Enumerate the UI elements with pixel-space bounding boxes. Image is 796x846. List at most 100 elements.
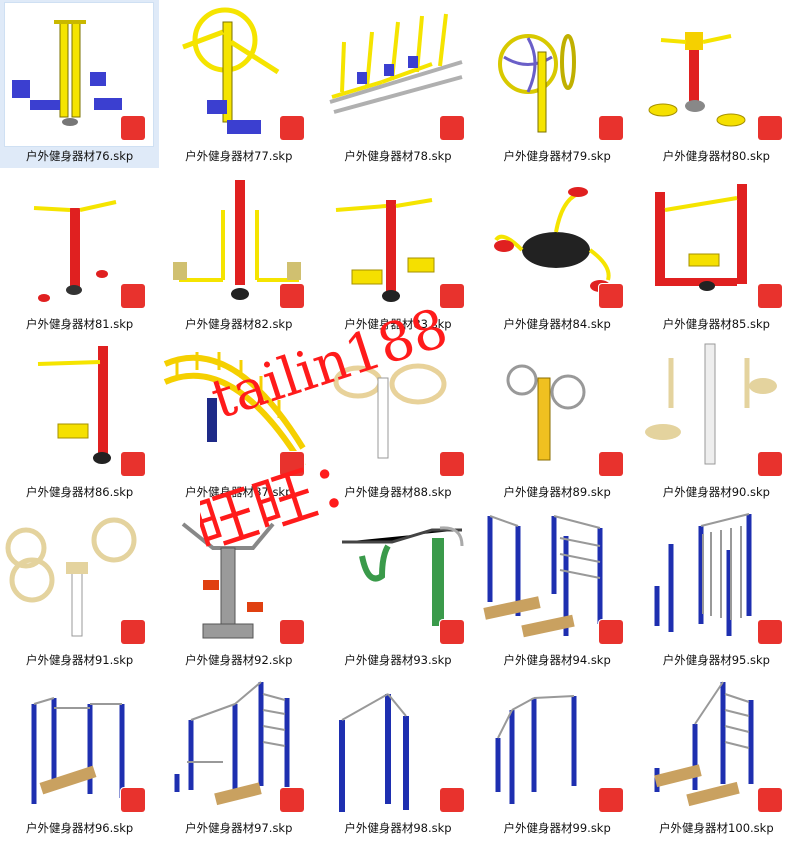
file-name: 户外健身器材96.skp xyxy=(25,821,134,835)
thumbnail xyxy=(506,364,586,461)
thumbnail xyxy=(12,20,122,126)
file-item[interactable]: 户外健身器材85.skp xyxy=(637,168,796,336)
file-name: 户外健身器材91.skp xyxy=(25,653,134,667)
sketchup-file-icon xyxy=(121,788,146,812)
equipment-drawing xyxy=(173,180,302,300)
file-name: 户外健身器材88.skp xyxy=(344,485,452,499)
file-item[interactable]: 户外健身器材86.skp xyxy=(0,336,159,504)
equipment-drawing xyxy=(339,693,410,812)
sketchup-file-icon xyxy=(757,620,782,644)
sketchup-file-icon xyxy=(280,620,305,644)
thumbnail xyxy=(33,200,117,302)
file-name: 户外健身器材99.skp xyxy=(503,821,611,835)
file-name: 户外健身器材81.skp xyxy=(25,317,134,331)
sketchup-file-icon xyxy=(280,116,305,140)
file-item[interactable]: 户外健身器材77.skp xyxy=(159,0,318,168)
equipment-drawing xyxy=(12,20,122,126)
file-item[interactable]: 户外健身器材100.skp xyxy=(637,672,796,840)
file-item[interactable]: 户外健身器材96.skp xyxy=(0,672,159,840)
thumbnail xyxy=(653,681,754,807)
equipment-drawing xyxy=(495,695,577,804)
sketchup-file-icon xyxy=(598,788,623,812)
file-name: 户外健身器材87.skp xyxy=(185,485,293,499)
thumbnail xyxy=(174,681,290,806)
thumbnail xyxy=(37,346,111,464)
file-item[interactable]: 户外健身器材97.skp xyxy=(159,672,318,840)
thumbnail xyxy=(497,34,576,133)
file-item[interactable]: 户外健身器材79.skp xyxy=(478,0,637,168)
equipment-drawing xyxy=(31,697,125,804)
equipment-drawing xyxy=(163,352,306,468)
equipment-drawing xyxy=(33,200,117,302)
thumbnail xyxy=(336,198,435,302)
file-item[interactable]: 户外健身器材87.skp xyxy=(159,336,318,504)
sketchup-file-icon xyxy=(439,452,464,476)
sketchup-file-icon xyxy=(757,452,782,476)
file-item[interactable]: 户外健身器材84.skp xyxy=(478,168,637,336)
equipment-drawing xyxy=(653,681,754,807)
file-name: 户外健身器材97.skp xyxy=(185,821,293,835)
equipment-drawing xyxy=(506,364,586,461)
sketchup-file-icon xyxy=(121,620,146,644)
thumbnail xyxy=(181,522,275,639)
file-item[interactable]: 户外健身器材90.skp xyxy=(637,336,796,504)
equipment-drawing xyxy=(654,513,752,636)
thumbnail xyxy=(31,697,125,804)
equipment-drawing xyxy=(174,681,290,806)
sketchup-file-icon xyxy=(280,284,305,308)
sketchup-file-icon xyxy=(121,452,146,476)
thumbnail xyxy=(644,343,777,465)
file-name: 户外健身器材83.skp xyxy=(344,317,452,331)
file-name: 户外健身器材95.skp xyxy=(662,653,770,667)
file-name: 户外健身器材77.skp xyxy=(185,149,293,163)
thumbnail xyxy=(648,32,746,127)
sketchup-file-icon xyxy=(121,116,146,140)
file-name: 户外健身器材80.skp xyxy=(662,149,770,163)
file-item[interactable]: 户外健身器材92.skp xyxy=(159,504,318,672)
file-item[interactable]: 户外健身器材91.skp xyxy=(0,504,159,672)
equipment-drawing xyxy=(342,526,464,626)
equipment-drawing xyxy=(493,187,611,292)
thumbnail xyxy=(5,517,137,637)
file-name: 户外健身器材76.skp xyxy=(25,149,134,163)
thumbnail xyxy=(654,513,752,636)
sketchup-file-icon xyxy=(757,284,782,308)
thumbnail xyxy=(182,7,280,134)
file-item[interactable]: 户外健身器材88.skp xyxy=(318,336,477,504)
equipment-drawing xyxy=(654,184,747,291)
sketchup-file-icon xyxy=(439,788,464,812)
equipment-drawing xyxy=(497,34,576,133)
sketchup-file-icon xyxy=(598,284,623,308)
equipment-drawing xyxy=(644,343,777,465)
equipment-drawing xyxy=(482,515,603,638)
file-item[interactable]: 户外健身器材78.skp xyxy=(318,0,477,168)
file-item[interactable]: 户外健身器材83.skp xyxy=(318,168,477,336)
file-name: 户外健身器材79.skp xyxy=(503,149,611,163)
file-item[interactable]: 户外健身器材89.skp xyxy=(478,336,637,504)
file-item[interactable]: 户外健身器材95.skp xyxy=(637,504,796,672)
equipment-drawing xyxy=(181,522,275,639)
sketchup-file-icon xyxy=(757,788,782,812)
thumbnail xyxy=(339,693,410,812)
thumbnail xyxy=(333,363,447,459)
file-item[interactable]: 户外健身器材80.skp xyxy=(637,0,796,168)
file-item[interactable]: 户外健身器材82.skp xyxy=(159,168,318,336)
file-name: 户外健身器材82.skp xyxy=(185,317,293,331)
file-item[interactable]: 户外健身器材76.skp xyxy=(0,0,160,168)
equipment-drawing xyxy=(333,363,447,459)
file-name: 户外健身器材94.skp xyxy=(503,653,611,667)
sketchup-file-icon xyxy=(439,284,464,308)
sketchup-file-icon xyxy=(598,116,623,140)
equipment-drawing xyxy=(648,32,746,127)
file-name: 户外健身器材89.skp xyxy=(503,485,611,499)
file-item[interactable]: 户外健身器材98.skp xyxy=(318,672,477,840)
file-item[interactable]: 户外健身器材81.skp xyxy=(0,168,159,336)
sketchup-file-icon xyxy=(280,452,305,476)
file-name: 户外健身器材100.skp xyxy=(659,821,774,835)
file-item[interactable]: 户外健身器材99.skp xyxy=(478,672,637,840)
file-item[interactable]: 户外健身器材93.skp xyxy=(318,504,477,672)
file-item[interactable]: 户外健身器材94.skp xyxy=(478,504,637,672)
thumbnail xyxy=(329,13,463,114)
sketchup-file-icon xyxy=(757,116,782,140)
